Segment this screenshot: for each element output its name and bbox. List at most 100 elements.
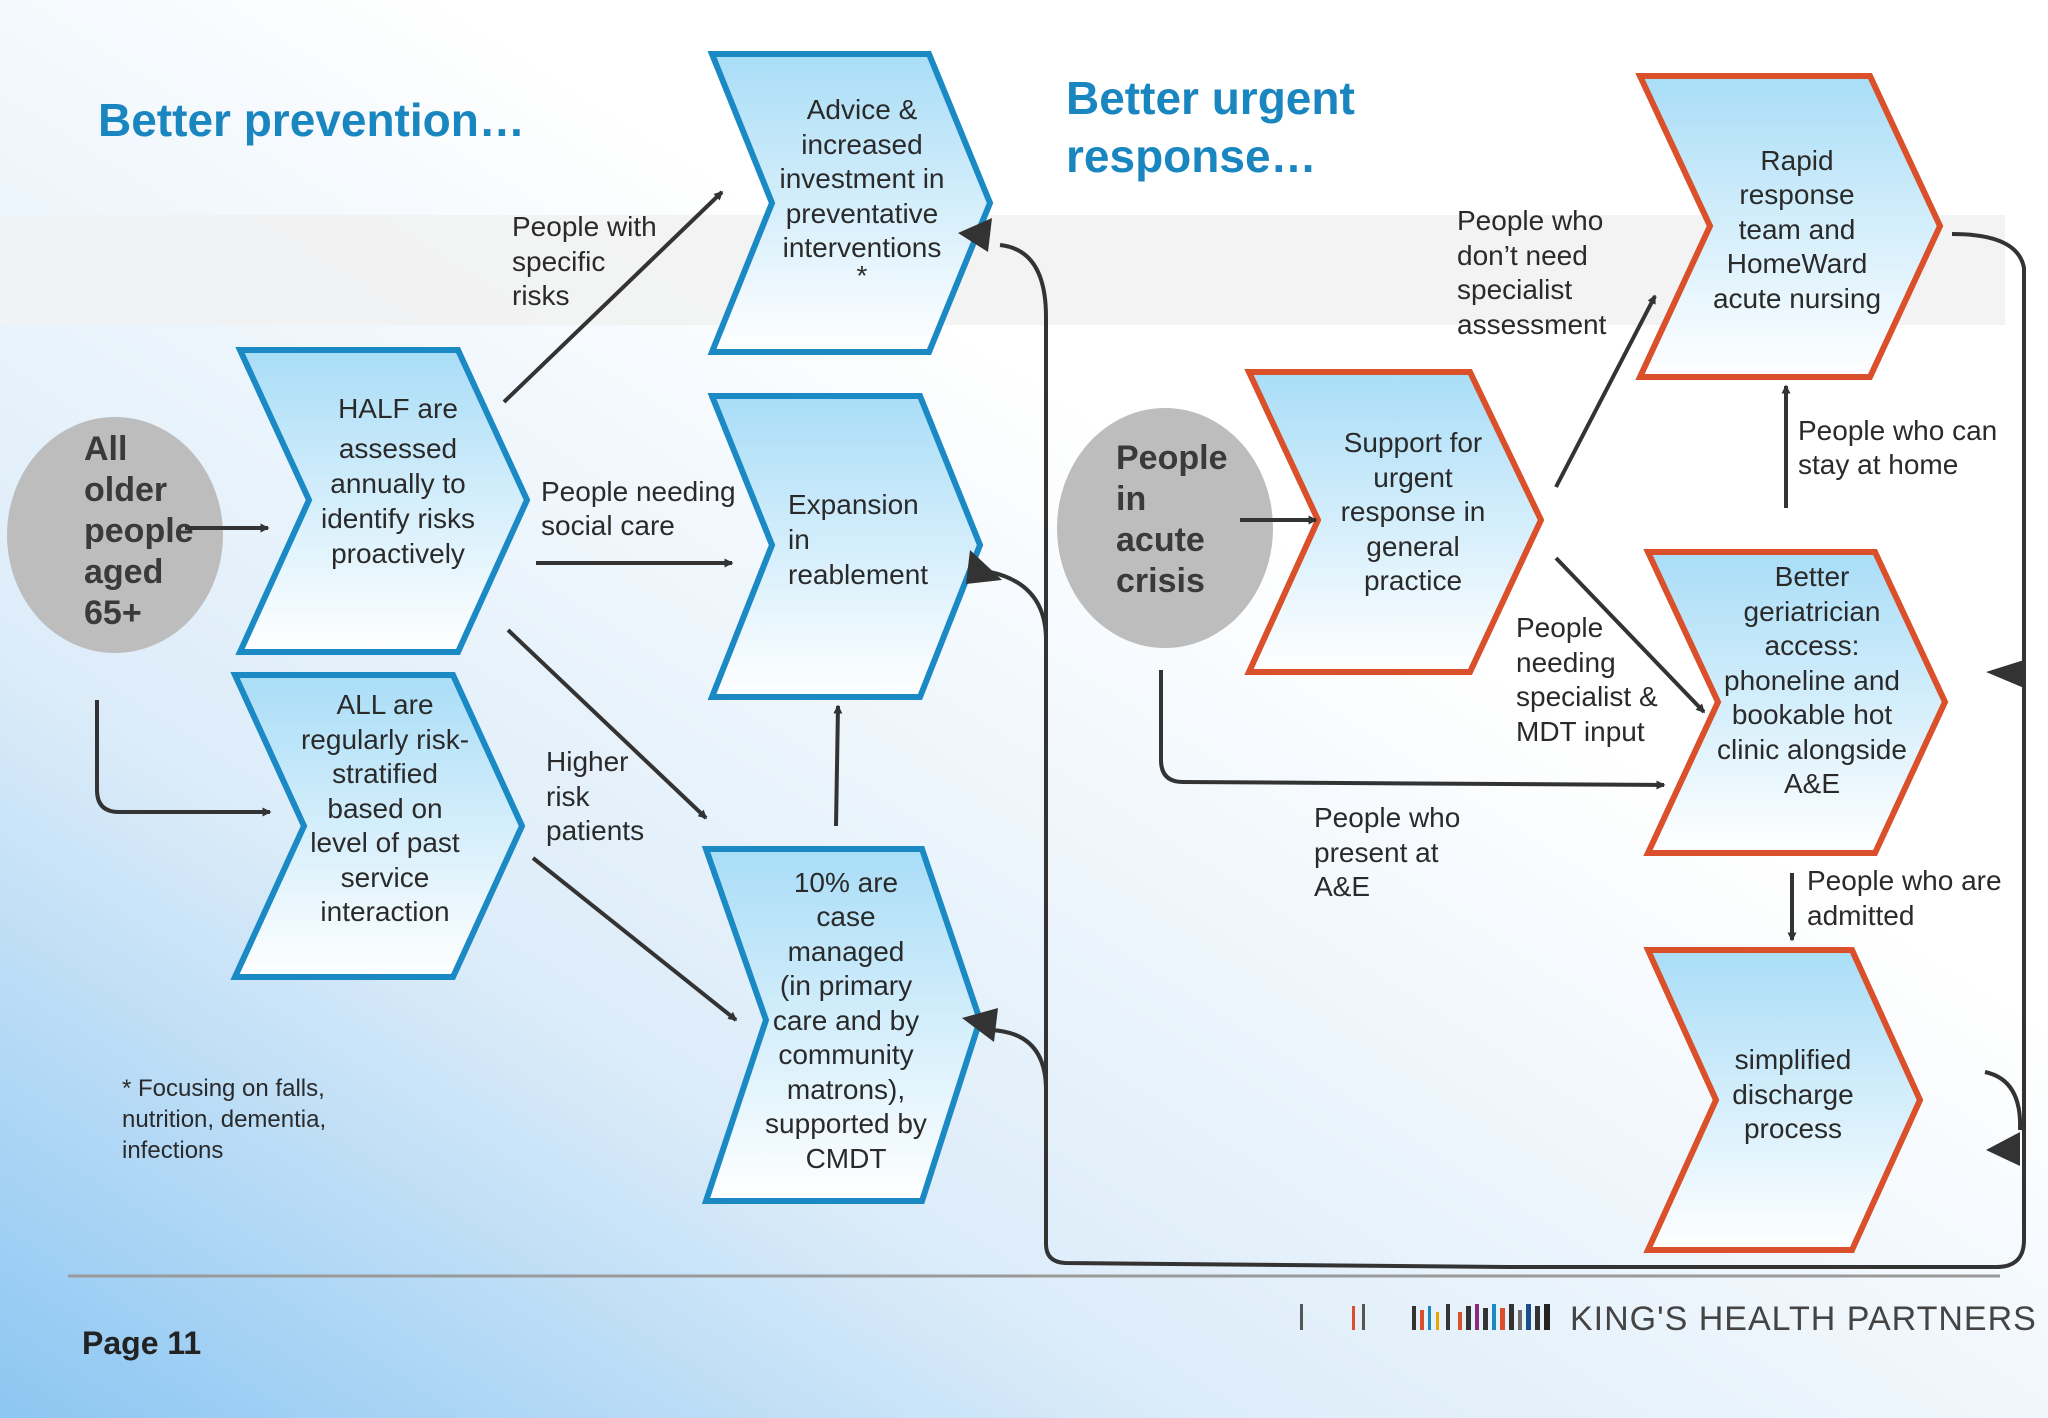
loop-left-trunk <box>999 243 1509 1269</box>
flow-label-line: social care <box>541 510 675 541</box>
shape-text-line: team and <box>1739 214 1856 245</box>
shape-text-line: access: <box>1765 630 1860 661</box>
shape-text-line: community <box>778 1039 913 1070</box>
logo-wordmark: KING'S HEALTH PARTNERS <box>1570 1300 2037 1338</box>
loop-to-case-managed <box>989 1028 1048 1091</box>
shape-text-line: clinic alongside <box>1717 734 1907 765</box>
shape-text-line: practice <box>1364 565 1462 596</box>
circle-text-line: acute <box>1116 521 1205 559</box>
heading-urgent-line1: Better urgent <box>1066 72 1355 124</box>
circle-text-line: older <box>84 471 167 509</box>
shape-all-risk-stratified: ALL are regularly risk- stratified based… <box>230 672 526 980</box>
flow-label-line: stay at home <box>1798 449 1958 480</box>
shape-text-line: CMDT <box>806 1143 887 1174</box>
shape-text-line: process <box>1744 1113 1842 1144</box>
shape-text-line: identify risks <box>321 503 475 534</box>
circle-acute-crisis-text: People in acute crisis <box>1116 439 1227 600</box>
shape-text-line: general <box>1366 531 1459 562</box>
shape-text-line: level of past <box>310 827 460 858</box>
circle-text-line: people <box>84 512 194 550</box>
label-higher-risk: Higher risk patients <box>546 746 644 846</box>
flow-label-line: People with <box>512 211 657 242</box>
footnote-line: nutrition, dementia, <box>122 1106 326 1133</box>
flow-label-line: assessment <box>1457 309 1607 340</box>
shape-text-line: investment in <box>780 163 945 194</box>
arrowhead-geriatrician <box>1986 660 2024 688</box>
shape-better-geriatrician: Better geriatrician access: phoneline an… <box>1643 549 1949 856</box>
shape-text-line: * <box>857 260 868 291</box>
shape-text-line: response in <box>1341 496 1486 527</box>
label-social-care: People needing social care <box>541 476 736 541</box>
circle-people-in-acute-crisis <box>1057 408 1273 648</box>
shape-text-line: simplified <box>1735 1044 1852 1075</box>
shape-text-line: stratified <box>332 758 438 789</box>
shape-text-line: phoneline and <box>1724 665 1900 696</box>
heading-urgent-line2: response… <box>1066 130 1317 182</box>
flow-label-line: specialist <box>1457 274 1572 305</box>
connectors <box>95 190 2026 1270</box>
label-specific-risks: People with specific risks <box>512 211 657 311</box>
label-stay-home: People who can stay at home <box>1798 415 1997 480</box>
footnote-line: * Focusing on falls, <box>122 1075 325 1102</box>
shape-text-line: proactively <box>331 538 465 569</box>
shape-text-line: regularly risk- <box>301 724 469 755</box>
shape-text-line: acute nursing <box>1713 283 1881 314</box>
shape-simplified-discharge: simplified discharge process <box>1643 947 1924 1253</box>
circle-all-older-people-text: All older people aged 65+ <box>84 430 194 632</box>
flow-label-line: specialist & <box>1516 681 1658 712</box>
arrow-to-rapid-response <box>1554 294 1657 488</box>
flow-label-line: People who <box>1457 205 1603 236</box>
shape-text-line: based on <box>327 793 442 824</box>
shape-text-line: Better <box>1775 561 1850 592</box>
loop-arrowheads <box>958 218 2024 1166</box>
shape-advice-investment: Advice & increased investment in prevent… <box>707 51 994 355</box>
shape-text-line: discharge <box>1732 1079 1853 1110</box>
label-specialist-mdt: People needing specialist & MDT input <box>1516 612 1658 747</box>
shape-text-line: reablement <box>788 559 928 590</box>
flow-label-line: A&E <box>1314 871 1370 902</box>
arrow-to-case-managed-lower <box>531 856 738 1022</box>
flow-label-line: risk <box>546 781 591 812</box>
heading-prevention: Better prevention… <box>98 94 525 146</box>
shape-text-line: HALF are <box>338 393 458 424</box>
loop-to-reablement <box>989 570 1048 641</box>
flow-label-line: specific <box>512 246 605 277</box>
arrow-to-geriatrician <box>1554 556 1706 714</box>
shape-text-line: supported by <box>765 1108 927 1139</box>
arrowhead-reablement <box>966 550 1002 584</box>
shape-text-line: Expansion <box>788 489 919 520</box>
flow-label-line: present at <box>1314 837 1439 868</box>
shape-text-line: ALL are <box>336 689 433 720</box>
shape-text-line: geriatrician <box>1744 596 1881 627</box>
shape-text-line: Rapid <box>1760 145 1833 176</box>
logo-bars-icon <box>1300 1304 1550 1330</box>
shape-text-line: service <box>341 862 430 893</box>
shape-text-line: matrons), <box>787 1074 905 1105</box>
shape-text-line: annually to <box>330 468 465 499</box>
shape-text-line: (in primary <box>780 970 912 1001</box>
shape-text-line: 10% are <box>794 867 898 898</box>
shape-text-line: managed <box>788 936 905 967</box>
flow-label-line: risks <box>512 280 570 311</box>
flow-label-line: patients <box>546 815 644 846</box>
shape-text-line: HomeWard <box>1727 248 1868 279</box>
arrow-all-to-risk-stratified <box>95 700 272 817</box>
flow-label-line: needing <box>1516 647 1616 678</box>
shape-text-line: assessed <box>339 433 457 464</box>
shape-text-line: in <box>788 524 810 555</box>
shape-half-assessed: HALF are assessed annually to identify r… <box>235 347 531 655</box>
shape-text-line: interventions <box>783 232 942 263</box>
flow-label-line: admitted <box>1807 900 1914 931</box>
arrow-to-case-managed-upper <box>506 628 708 820</box>
shape-text-line: A&E <box>1784 768 1840 799</box>
footnote-line: infections <box>122 1137 223 1164</box>
flow-label-line: don’t need <box>1457 240 1588 271</box>
circle-text-line: in <box>1116 480 1146 518</box>
shape-text-line: response <box>1739 179 1854 210</box>
flow-label-line: People who are <box>1807 865 2002 896</box>
circle-text-line: aged <box>84 553 163 591</box>
shape-text-line: Advice & <box>807 94 918 125</box>
shape-expansion-reablement: Expansion in reablement <box>707 393 984 700</box>
circle-text-line: crisis <box>1116 562 1205 600</box>
